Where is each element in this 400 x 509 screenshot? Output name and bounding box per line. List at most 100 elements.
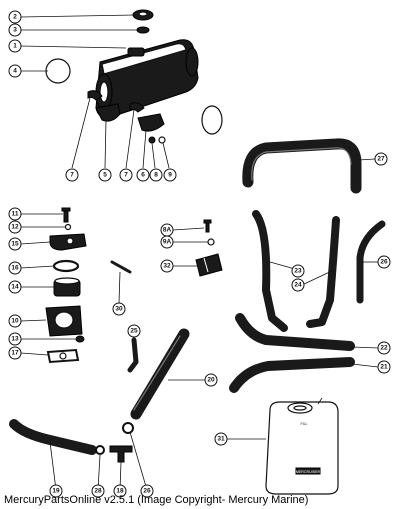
screw-8a: [203, 219, 212, 233]
callout-21-label: 21: [380, 364, 388, 371]
callout-23: 23: [291, 264, 305, 278]
callout-7b: 7: [119, 168, 133, 182]
elbow-25: [127, 337, 139, 373]
callout-8-label: 8: [154, 172, 158, 179]
callout-3-label: 3: [13, 27, 17, 34]
callout-9: 9: [163, 168, 177, 182]
callout-23-label: 23: [294, 268, 302, 275]
callout-28-label: 28: [94, 488, 102, 495]
callout-26b: 26: [140, 484, 154, 498]
callout-30-label: 30: [115, 306, 123, 313]
callout-11-label: 11: [12, 211, 19, 218]
tank-fill-label: FILL: [300, 422, 307, 426]
end-seal-right: [129, 102, 145, 113]
callout-11: 11: [8, 207, 22, 221]
stud-nut: [148, 136, 166, 144]
hose-26: [356, 220, 386, 304]
coolant-reservoir: MERCRUISER FILL: [265, 397, 339, 495]
callout-2-label: 2: [13, 14, 17, 21]
callout-13: 13: [8, 332, 22, 346]
callout-7a: 7: [65, 168, 79, 182]
clamp-28: [95, 445, 105, 455]
callout-24-label: 24: [294, 282, 302, 289]
clamp-32: [195, 253, 223, 277]
tube-hose-30: [110, 260, 132, 274]
callout-5-label: 5: [103, 172, 107, 179]
thermostat-housing: [45, 305, 83, 337]
housing-gasket: [46, 348, 80, 364]
callout-26a: 26: [377, 255, 391, 269]
callout-18: 18: [113, 484, 127, 498]
callout-16-label: 16: [11, 265, 19, 272]
callout-12: 12: [8, 220, 22, 234]
hose-22: [235, 313, 355, 351]
callout-14-label: 14: [11, 284, 19, 291]
callout-21: 21: [377, 360, 391, 374]
callout-26a-label: 26: [380, 259, 388, 266]
end-seal-left: [87, 90, 103, 101]
callout-1: 1: [8, 39, 22, 53]
callout-1-label: 1: [13, 43, 17, 50]
callout-25: 25: [127, 324, 141, 338]
hose-27: [242, 138, 362, 194]
tank-brand-label: MERCRUISER: [296, 470, 321, 474]
thermostat-bolt: [61, 207, 71, 223]
callout-25-label: 25: [130, 328, 138, 335]
callout-22-label: 22: [380, 345, 388, 352]
callout-17-label: 17: [11, 350, 19, 357]
callout-28: 28: [91, 484, 105, 498]
callout-6-label: 6: [141, 172, 145, 179]
callout-19-label: 19: [52, 488, 60, 495]
callout-8a-label: 8A: [163, 227, 172, 234]
leader-lines: [20, 14, 379, 491]
callout-8: 8: [149, 168, 163, 182]
callout-31: 31: [214, 432, 228, 446]
tee-18: [109, 445, 133, 463]
callout-27: 27: [374, 152, 388, 166]
mount-bracket-left: [95, 103, 121, 122]
callout-9a-label: 9A: [163, 239, 172, 246]
callout-4-label: 4: [13, 68, 17, 75]
thermostat-cover: [49, 233, 87, 251]
hose-19: [9, 419, 97, 455]
callout-20-label: 20: [207, 377, 215, 384]
callout-19: 19: [49, 484, 63, 498]
callout-16: 16: [8, 261, 22, 275]
washer-9a: [207, 238, 215, 246]
hose-20: [130, 328, 190, 420]
callout-9a: 9A: [160, 235, 174, 249]
callout-15-label: 15: [11, 241, 19, 248]
callout-18-label: 18: [116, 488, 124, 495]
thermostat: [53, 277, 81, 297]
callout-7b-label: 7: [124, 172, 128, 179]
thermostat-gasket: [52, 259, 80, 273]
hose-21: [229, 357, 355, 393]
hose-24: [306, 216, 340, 328]
callout-14: 14: [8, 280, 22, 294]
callout-24: 24: [291, 278, 305, 292]
callout-26b-label: 26: [143, 488, 151, 495]
heat-exchanger: [95, 39, 199, 119]
lock-washer: [64, 223, 72, 231]
callout-10-label: 10: [11, 318, 19, 325]
callout-13-label: 13: [11, 336, 19, 343]
callout-15: 15: [8, 237, 22, 251]
hose-clamp-left: [45, 58, 71, 84]
callout-27-label: 27: [377, 156, 385, 163]
cap-gasket: [136, 26, 150, 34]
clamp-26: [122, 422, 134, 434]
callout-7a-label: 7: [70, 172, 74, 179]
callout-9-label: 9: [168, 172, 172, 179]
callout-17: 17: [8, 346, 22, 360]
callout-31-label: 31: [217, 436, 225, 443]
callout-30: 30: [112, 302, 126, 316]
callout-12-label: 12: [11, 224, 19, 231]
mount-bracket-right: [137, 113, 165, 132]
callout-10: 10: [8, 314, 22, 328]
callout-4: 4: [8, 64, 22, 78]
callout-6: 6: [136, 168, 150, 182]
callout-20: 20: [204, 373, 218, 387]
hose-23: [252, 210, 288, 332]
image-caption: MercuryPartsOnline v2.5.1 (Image Copyrig…: [4, 494, 309, 506]
